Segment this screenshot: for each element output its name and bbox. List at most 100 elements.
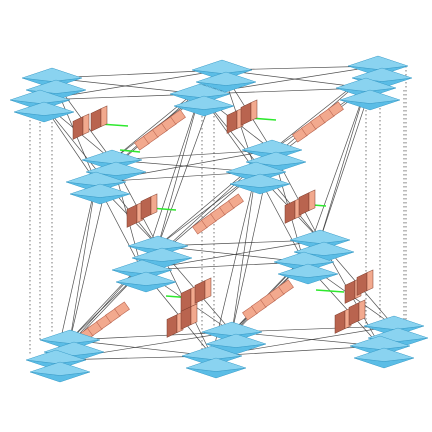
bond-line: [69, 339, 213, 357]
bond-line: [211, 345, 381, 357]
brown-block-face: [194, 280, 206, 304]
brown-block-face: [334, 310, 346, 334]
brown-block-side: [366, 269, 374, 292]
octahedron-upper: [169, 83, 231, 98]
brown-block-face: [72, 116, 84, 140]
octahedron: [131, 247, 193, 269]
brown-block: [240, 99, 258, 126]
brown-block-side: [150, 193, 158, 216]
octahedron: [115, 271, 177, 293]
salmon-block-face: [328, 101, 344, 117]
octahedron-upper: [293, 241, 355, 256]
salmon-block: [228, 193, 244, 209]
octahedron-upper: [131, 247, 193, 262]
octahedron-upper: [29, 361, 91, 376]
brown-block-side: [308, 189, 316, 212]
brown-block: [348, 299, 366, 326]
octahedron: [185, 357, 247, 379]
bond-line: [157, 93, 201, 247]
bond-line: [55, 181, 97, 361]
octahedron-upper: [127, 235, 189, 250]
octahedron-upper: [13, 101, 75, 116]
brown-block: [334, 307, 352, 334]
octahedron-upper: [277, 263, 339, 278]
brown-block: [166, 311, 184, 338]
brown-block: [72, 113, 90, 140]
octahedron-upper: [335, 77, 397, 92]
octahedron-upper: [245, 151, 307, 166]
octahedron-upper: [229, 173, 291, 188]
brown-block-face: [240, 102, 252, 126]
brown-block-side: [204, 277, 212, 300]
octahedron-upper: [85, 161, 147, 176]
bond-line: [69, 331, 233, 341]
octahedra-layers: [9, 55, 429, 383]
octahedron-upper: [185, 357, 247, 372]
bond-line: [51, 69, 223, 79]
octahedron-upper: [111, 259, 173, 274]
octahedron-upper: [9, 89, 71, 104]
brown-block: [298, 189, 316, 216]
bond-line: [211, 171, 257, 357]
octahedron-upper: [349, 335, 411, 350]
bond-line: [69, 181, 97, 341]
salmon-block: [278, 279, 294, 295]
octahedron-upper: [289, 229, 351, 244]
octahedron-upper: [81, 149, 143, 164]
brown-block-side: [250, 99, 258, 122]
octahedron: [173, 95, 235, 117]
octahedron-upper: [21, 67, 83, 82]
octahedron-upper: [195, 71, 257, 86]
octahedron: [277, 263, 339, 285]
octahedron: [339, 89, 401, 111]
bond-line: [231, 171, 257, 333]
brown-block-face: [348, 302, 360, 326]
octahedron-upper: [225, 161, 287, 176]
bond-line: [141, 261, 305, 271]
octahedron: [195, 71, 257, 93]
bond-line: [157, 245, 305, 263]
brown-block-face: [126, 204, 138, 228]
tilted-blocks: [72, 99, 374, 343]
octahedron-upper: [205, 333, 267, 348]
brown-block: [180, 303, 198, 330]
octahedron-upper: [339, 89, 401, 104]
bond-line: [319, 87, 367, 241]
brown-block-face: [344, 280, 356, 304]
bond-line: [95, 171, 257, 183]
salmon-block-face: [228, 193, 244, 209]
brown-block-face: [298, 192, 310, 216]
octahedron-upper: [201, 321, 263, 336]
brown-block: [226, 107, 244, 134]
brown-block: [284, 197, 302, 224]
brown-block-side: [82, 113, 90, 136]
octahedron-upper: [173, 95, 235, 110]
octahedron-upper: [347, 55, 409, 70]
brown-block: [356, 269, 374, 296]
octahedron-upper: [191, 59, 253, 74]
octahedron-upper: [65, 171, 127, 186]
octahedron-upper: [115, 271, 177, 286]
octahedron-upper: [69, 183, 131, 198]
octahedron: [69, 183, 131, 205]
green-link: [119, 149, 141, 153]
brown-block-face: [226, 110, 238, 134]
octahedron: [229, 173, 291, 195]
brown-block-side: [100, 105, 108, 128]
salmon-block: [114, 301, 130, 317]
brown-block: [90, 105, 108, 132]
brown-block: [140, 193, 158, 220]
octahedron: [13, 101, 75, 123]
octahedron-upper: [353, 347, 415, 362]
brown-block: [194, 277, 212, 304]
brown-block-side: [358, 299, 366, 322]
salmon-block: [170, 109, 186, 125]
salmon-block-face: [114, 301, 130, 317]
brown-block: [126, 201, 144, 228]
brown-block-face: [90, 108, 102, 132]
salmon-block-face: [278, 279, 294, 295]
octahedron-upper: [241, 139, 303, 154]
green-link: [315, 289, 345, 293]
brown-block-face: [166, 314, 178, 338]
